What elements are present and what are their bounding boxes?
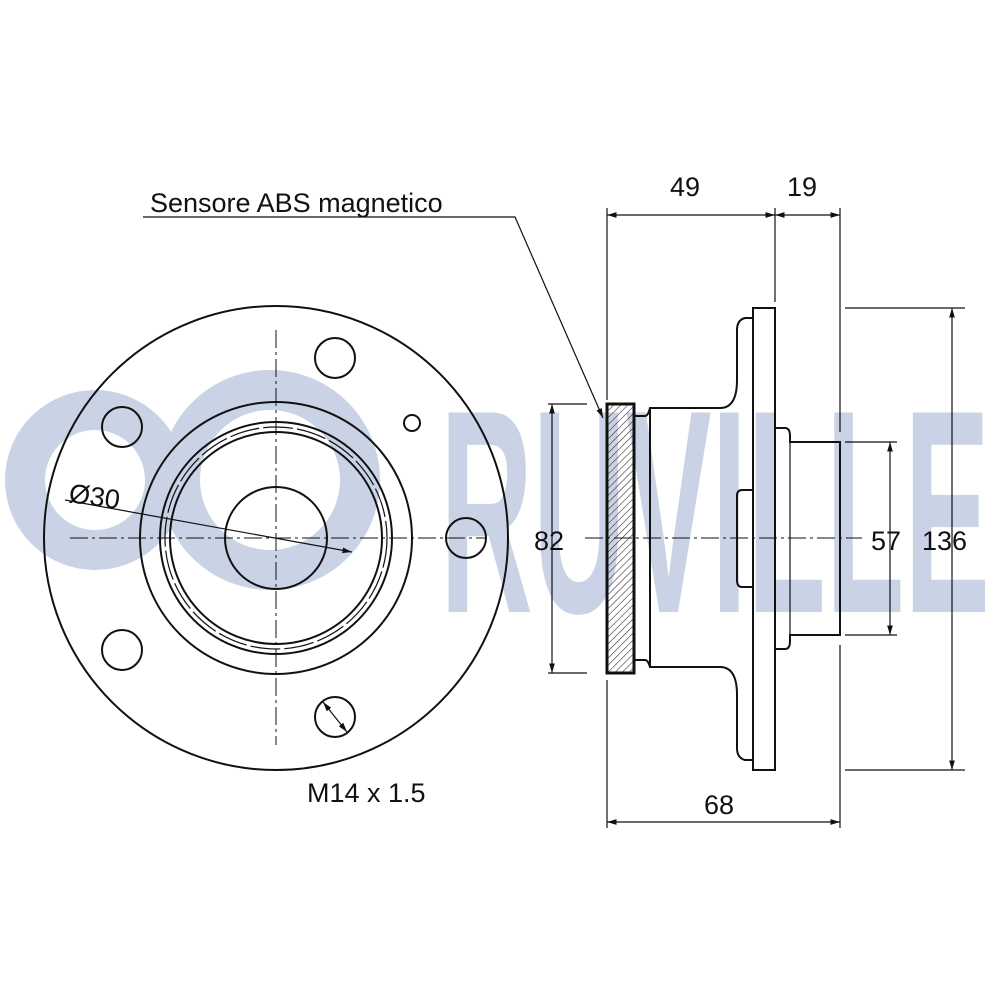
- dim-19-label: 19: [787, 172, 817, 202]
- thread-dim-arrow: [322, 701, 348, 733]
- bolt-hole: [101, 406, 143, 448]
- side-view: 49 19 68 82 57 136: [534, 172, 967, 828]
- ruville-watermark: RUVILLE: [5, 350, 990, 674]
- sensor-leader: [143, 216, 604, 419]
- flange-outline: [43, 305, 509, 771]
- flange-side: [752, 307, 776, 771]
- thread-label: M14 x 1.5: [307, 778, 426, 808]
- sensor-callout: Sensore ABS magnetico: [143, 188, 604, 419]
- dim-68-label: 68: [704, 790, 734, 820]
- bore-diameter-label: Ø30: [67, 478, 122, 515]
- hub-body-top: [634, 317, 753, 417]
- bolt-hole: [314, 337, 356, 379]
- dim-82-label: 82: [534, 526, 564, 556]
- hub-body-bottom: [634, 659, 753, 761]
- dim-136-label: 136: [922, 526, 967, 556]
- sensor-label: Sensore ABS magnetico: [150, 188, 443, 218]
- dim-49-label: 49: [670, 172, 700, 202]
- bolt-hole: [445, 517, 487, 559]
- front-view: Ø30 M14 x 1.5: [43, 305, 509, 808]
- bolt-hole: [101, 629, 143, 671]
- watermark-text: RUVILLE: [440, 350, 990, 674]
- ruville-logo-icon: [5, 370, 380, 590]
- small-hole: [403, 414, 421, 432]
- bolt-hole: [314, 696, 356, 738]
- bore-leader: [64, 499, 353, 554]
- dim-57-label: 57: [871, 526, 901, 556]
